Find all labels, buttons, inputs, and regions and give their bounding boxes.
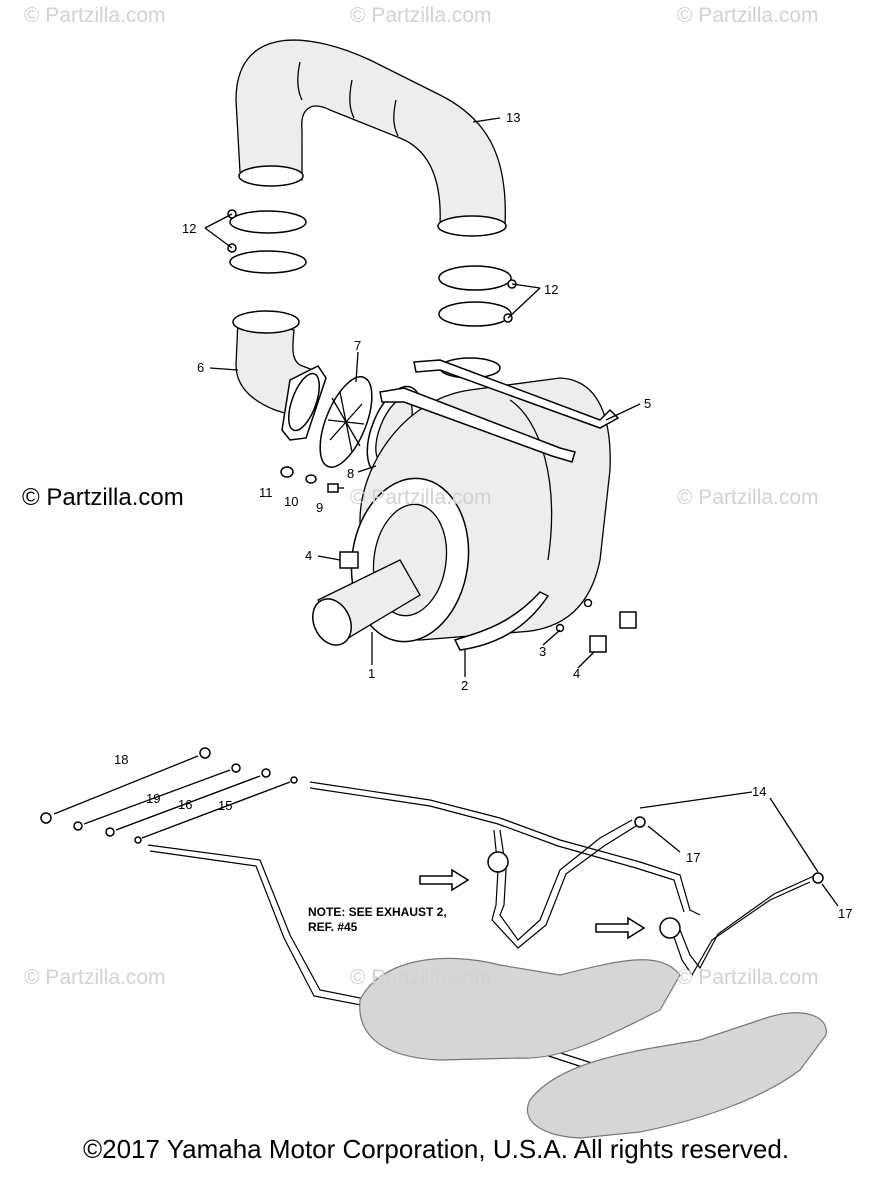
part-9-bolt[interactable] [327, 483, 344, 493]
part-3-screw-b[interactable] [555, 623, 565, 633]
watermark: © Partzilla.com [24, 4, 166, 27]
callout-13: 13 [506, 110, 520, 125]
watermark: © Partzilla.com [350, 4, 492, 27]
part-2-bracket[interactable] [453, 591, 550, 651]
callout-14: 14 [752, 784, 766, 799]
part-3-screw-a[interactable] [583, 598, 593, 608]
part-10-washer[interactable] [305, 474, 317, 484]
callout-17-b: 17 [838, 906, 852, 921]
callout-3: 3 [539, 644, 546, 659]
part-4-clip-right-a[interactable] [619, 611, 637, 629]
brand-watermark: © Partzilla.com [22, 484, 184, 511]
watermark: © Partzilla.com [677, 966, 819, 989]
part-12-clamps-left[interactable] [227, 209, 307, 274]
callout-16: 16 [178, 797, 192, 812]
callout-6: 6 [197, 360, 204, 375]
part-11-nut[interactable] [280, 466, 294, 478]
arrow-left [419, 868, 470, 892]
part-16-fitting[interactable] [105, 768, 271, 837]
part-12-clamps-right[interactable] [438, 265, 517, 327]
part-6-elbow[interactable] [232, 310, 327, 441]
callout-19: 19 [146, 791, 160, 806]
arrow-right [595, 916, 646, 940]
part-4-clip-right-b[interactable] [589, 635, 607, 653]
callout-1: 1 [368, 666, 375, 681]
watermark: © Partzilla.com [350, 486, 492, 509]
copyright-notice: ©2017 Yamaha Motor Corporation, U.S.A. A… [82, 1134, 790, 1164]
callout-18: 18 [114, 752, 128, 767]
callout-12-right: 12 [544, 282, 558, 297]
part-5-straps[interactable] [379, 359, 620, 463]
exhaust-manifold [359, 957, 827, 1139]
callout-5: 5 [644, 396, 651, 411]
callout-9: 9 [316, 500, 323, 515]
callout-17-a: 17 [686, 850, 700, 865]
watermark: © Partzilla.com [677, 486, 819, 509]
callout-11: 11 [259, 485, 273, 500]
watermark: © Partzilla.com [350, 966, 492, 989]
note-line-1: NOTE: SEE EXHAUST 2, [308, 905, 447, 919]
part-15-fitting[interactable] [134, 776, 298, 844]
callout-15: 15 [218, 798, 232, 813]
callout-4-left: 4 [305, 548, 312, 563]
part-4-clip-left[interactable] [339, 551, 359, 569]
watermark: © Partzilla.com [24, 966, 166, 989]
part-7-screen[interactable] [309, 370, 382, 474]
callout-12-left: 12 [182, 221, 196, 236]
part-18-fitting[interactable] [40, 747, 211, 824]
callout-7: 7 [354, 338, 361, 353]
part-13-exhaust-tube[interactable] [235, 39, 507, 237]
callout-8: 8 [347, 466, 354, 481]
note-line-2: REF. #45 [308, 920, 358, 934]
watermark: © Partzilla.com [677, 4, 819, 27]
callout-2: 2 [461, 678, 468, 693]
callout-4-right: 4 [573, 666, 580, 681]
callout-10: 10 [284, 494, 298, 509]
part-19-fitting[interactable] [73, 763, 241, 831]
part-1-outlet-pipe[interactable] [306, 559, 421, 651]
